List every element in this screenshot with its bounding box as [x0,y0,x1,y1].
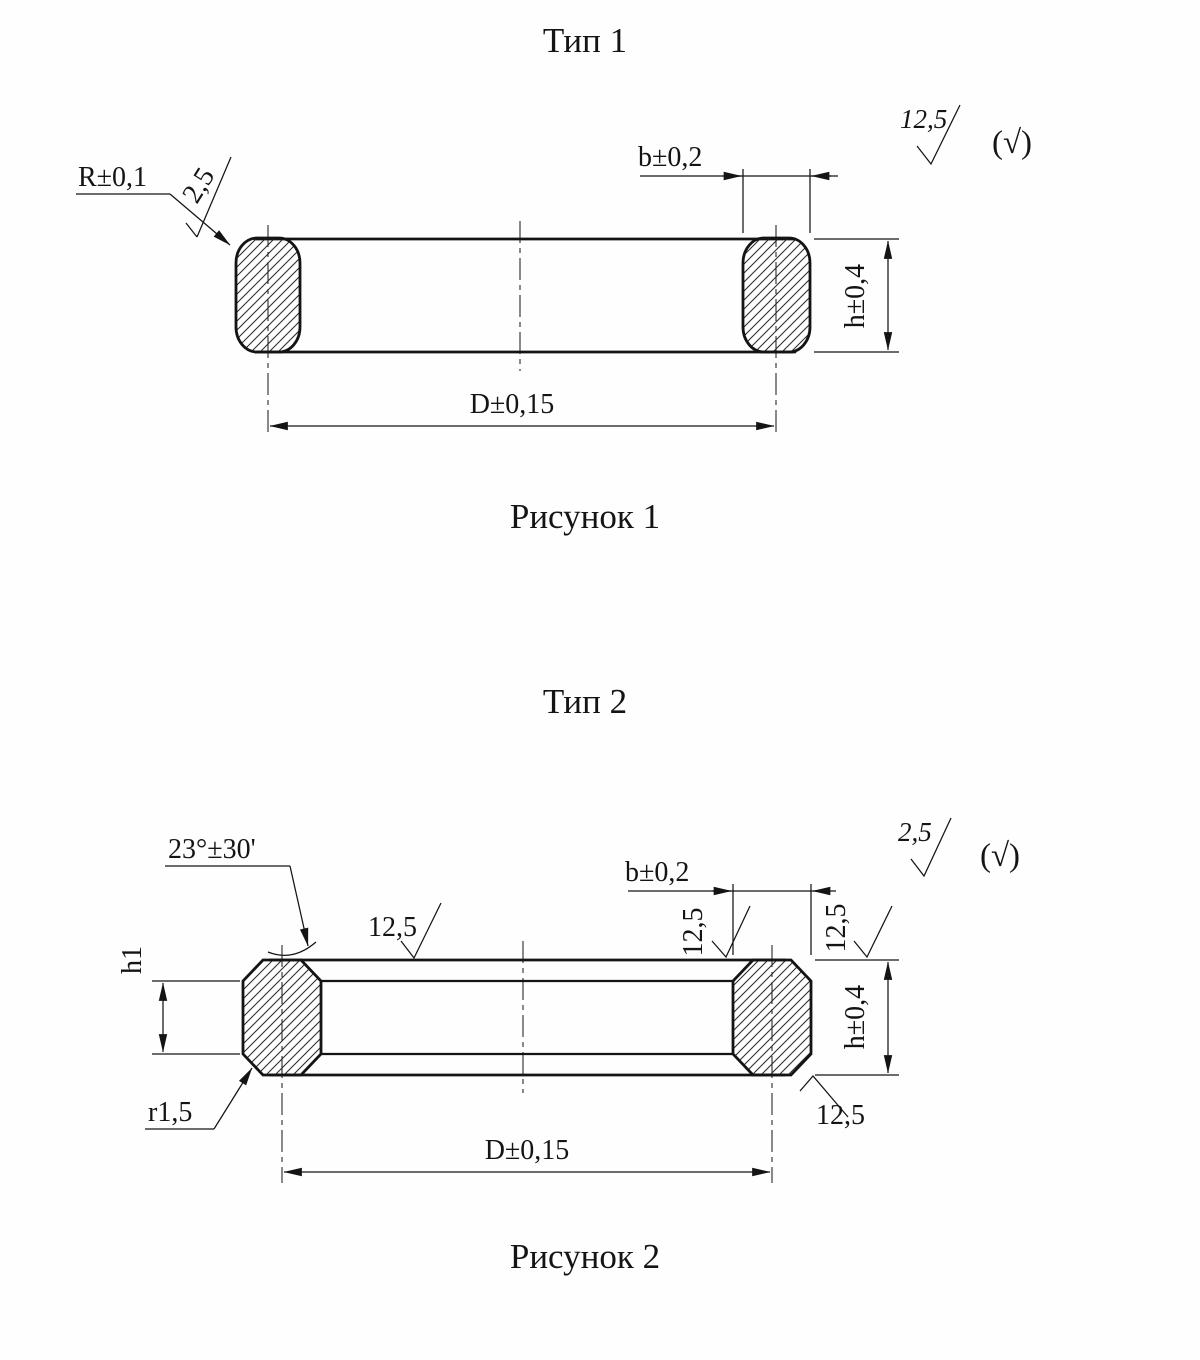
leader-arrow [213,1067,253,1130]
figure1-caption: Рисунок 1 [510,497,660,536]
figure2-width-label: b±0,2 [625,857,689,888]
figure2: Тип 2 2,5 (√) 23°±30' h1 12,5 b±0,2 12,5… [117,682,1020,1276]
cross-section-right [741,236,812,354]
cross-section-right [731,958,813,1077]
roughness-check-icon [853,905,893,959]
figure2-caption: Рисунок 2 [510,1237,660,1276]
figure1-chamfer-label: 2,5 [176,162,221,208]
figure2-angle-label: 23°±30' [168,834,256,865]
leader-arrow [289,865,309,947]
slanted-mark-tick [185,222,198,238]
angle-arc [267,941,317,956]
figure2-roughness-rest: (√) [980,838,1020,874]
figure1-roughness-rest: (√) [992,125,1032,161]
figure1-radius-label: R±0,1 [78,162,147,193]
figure1-roughness-value: 12,5 [900,104,947,134]
figure1-height-label: h±0,4 [840,264,871,328]
figure1-diameter-label: D±0,15 [470,389,555,420]
figure1: Тип 1 12,5 (√) R±0,1 2,5 b±0,2 h±0 [76,21,1032,536]
roughness-check-icon [799,1075,849,1118]
roughness-check-icon [711,905,751,959]
figure2-roughness-value: 2,5 [898,817,932,847]
leader-arrow [169,193,231,246]
figure1-width-label: b±0,2 [638,142,702,173]
figure2-title: Тип 2 [543,682,627,721]
roughness-check-icon [400,902,442,960]
figure2-roughness-top-label: 12,5 [368,912,417,943]
slanted-mark-line [196,156,232,238]
cross-section-left [234,236,302,354]
figure2-radius-label: r1,5 [148,1097,192,1128]
figure1-title: Тип 1 [543,21,627,60]
roughness-check-icon [910,817,952,878]
figure2-roughness-side-left-label: 12,5 [678,908,709,957]
figure2-roughness-bottom-label: 12,5 [816,1100,865,1131]
figure2-diameter-label: D±0,15 [485,1135,570,1166]
roughness-check-icon [916,104,961,166]
cross-section-left [241,958,323,1077]
figure2-height-label: h±0,4 [840,985,871,1049]
figure2-h1-label: h1 [117,946,148,974]
figure2-roughness-side-right-label: 12,5 [821,904,852,953]
